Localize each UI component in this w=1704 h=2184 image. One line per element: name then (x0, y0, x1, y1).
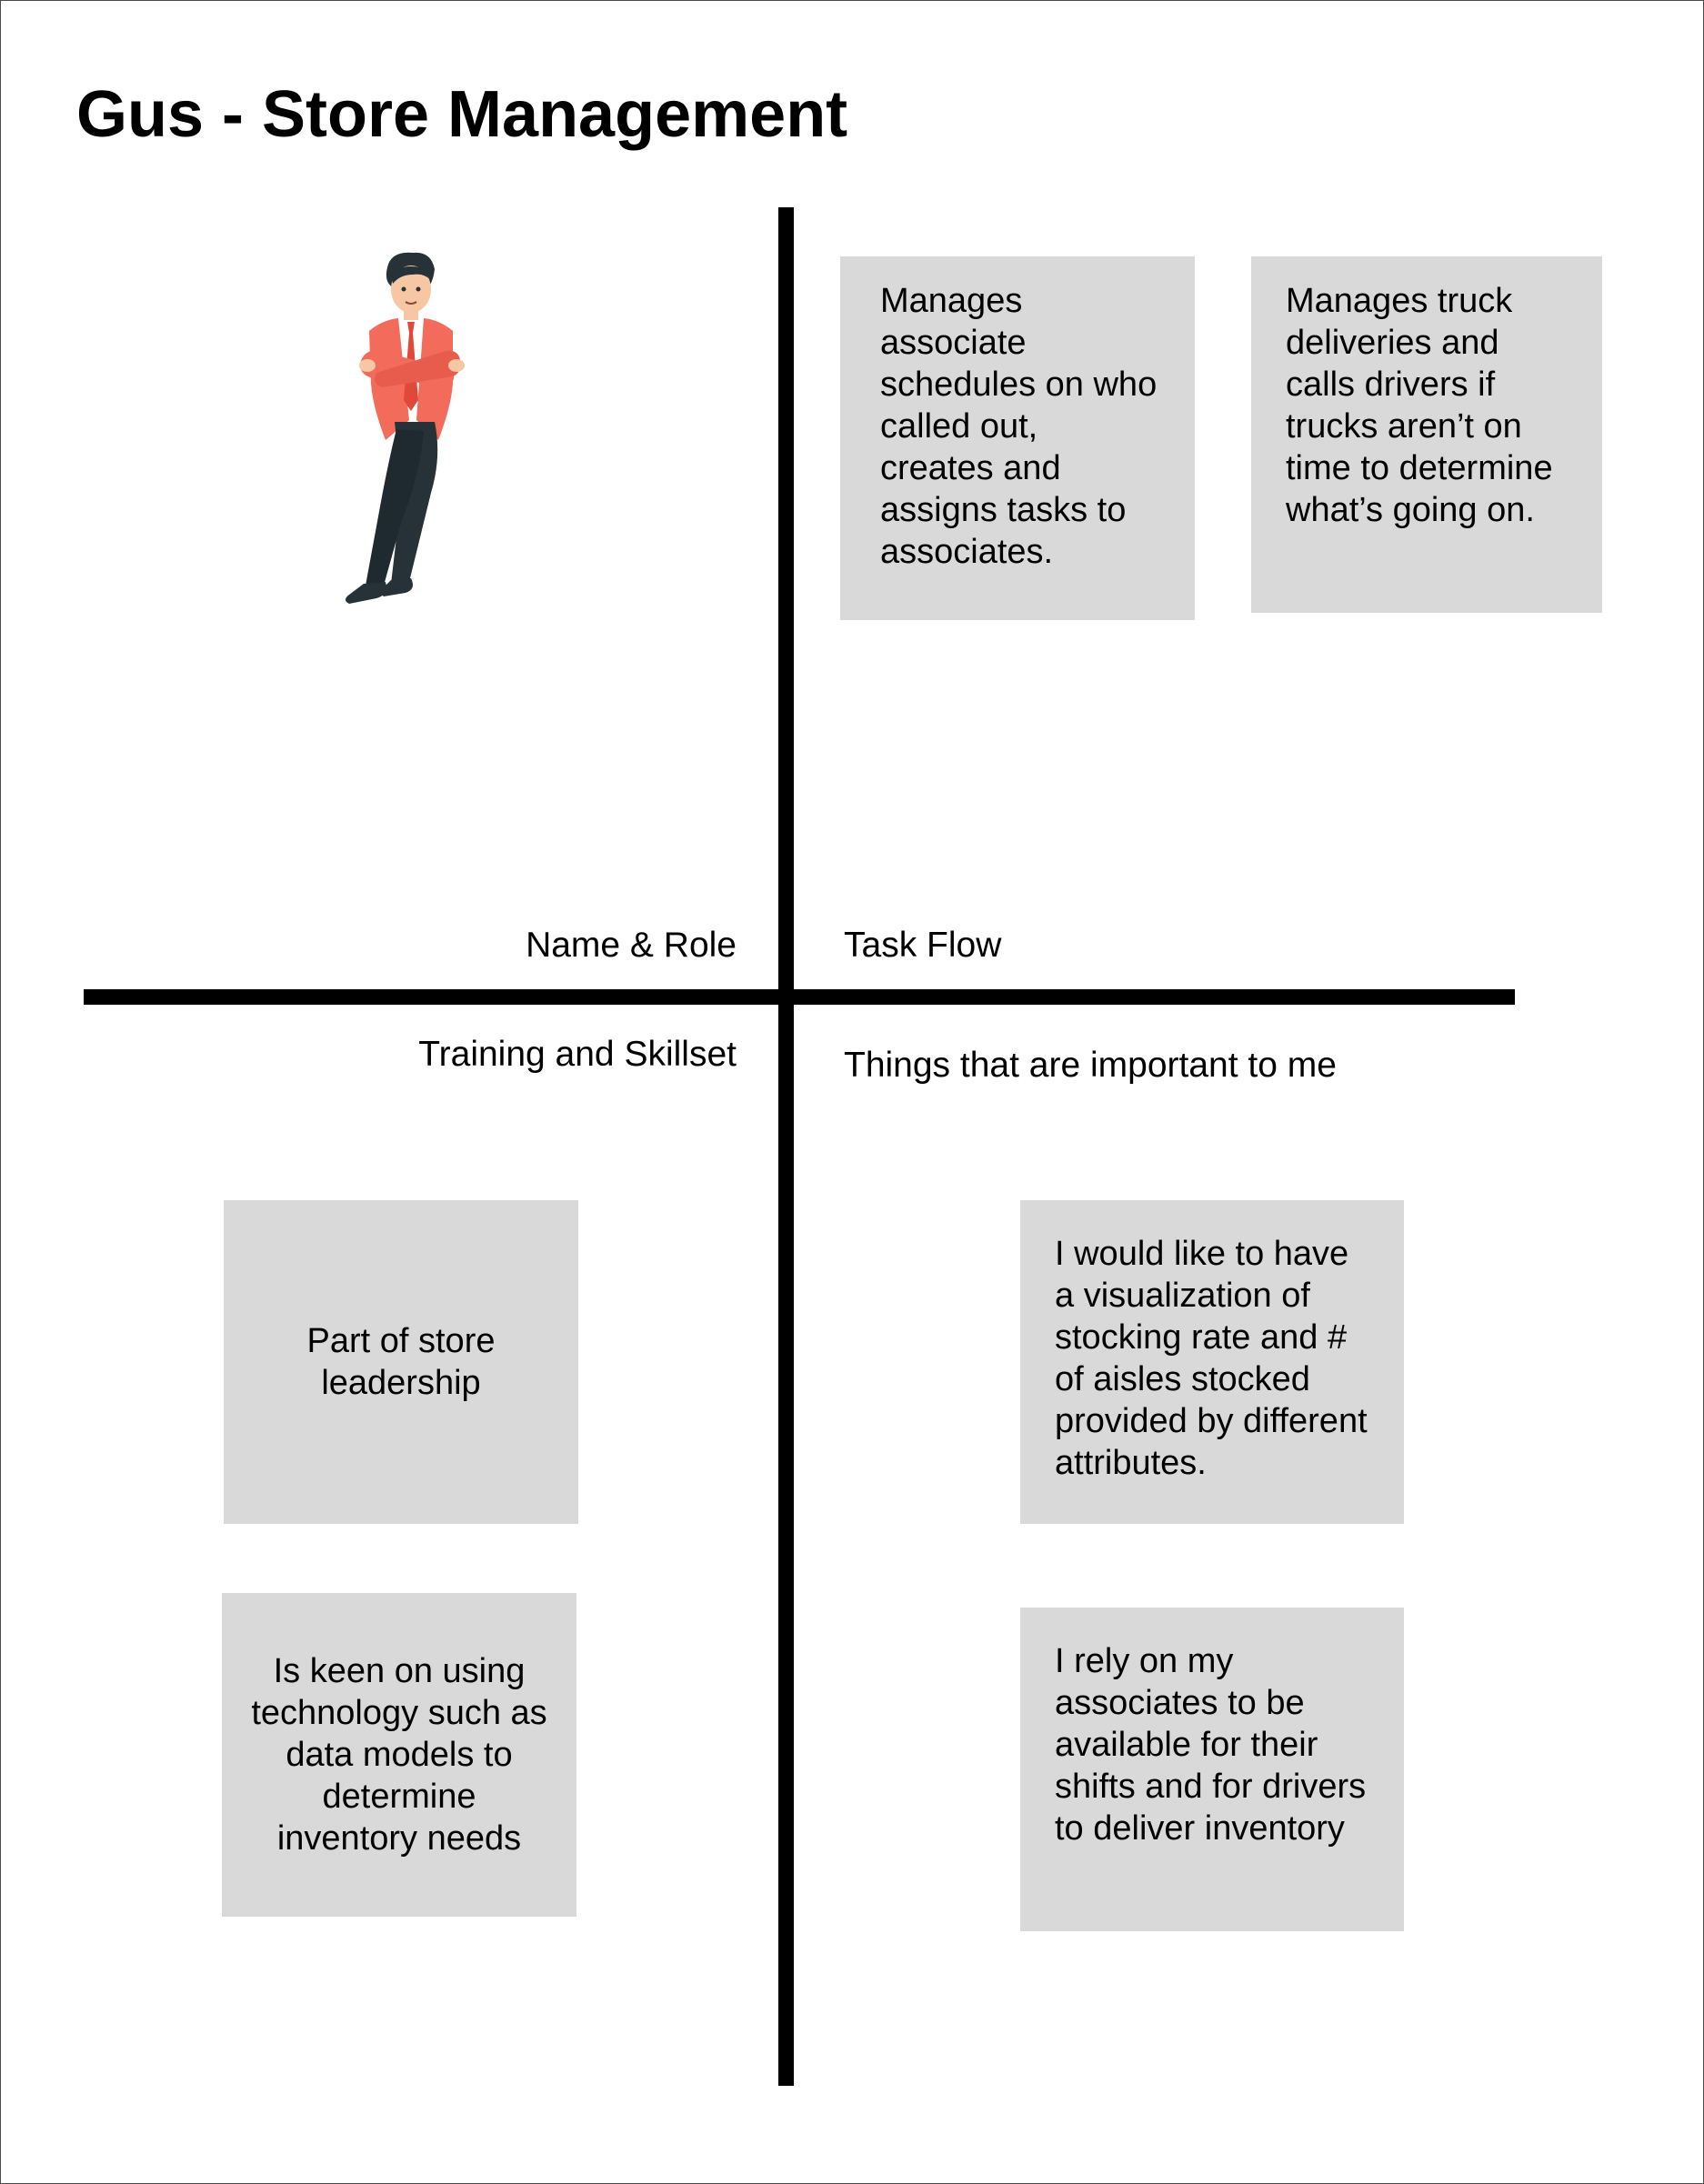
sticky-note-skill-leadership: Part of store leadership (224, 1200, 578, 1524)
label-task-flow: Task Flow (844, 926, 1002, 965)
sticky-note-task-schedules: Manages associate schedules on who calle… (840, 256, 1195, 620)
sticky-note-text: Manages truck deliveries and calls drive… (1286, 282, 1553, 529)
vertical-divider (778, 207, 794, 2086)
horizontal-divider (84, 989, 1515, 1005)
businessman-illustration-icon (336, 247, 500, 629)
sticky-note-important-associates: I rely on my associates to be available … (1020, 1608, 1404, 1931)
sticky-note-text: I rely on my associates to be available … (1055, 1642, 1367, 1848)
sticky-note-task-deliveries: Manages truck deliveries and calls drive… (1251, 256, 1602, 613)
sticky-note-important-visualization: I would like to have a visualization of … (1020, 1200, 1404, 1524)
label-name-role: Name & Role (526, 926, 737, 965)
sticky-note-skill-technology: Is keen on using technology such as data… (222, 1593, 576, 1917)
sticky-note-text: Is keen on using technology such as data… (251, 1652, 547, 1858)
sticky-note-text: I would like to have a visualization of … (1055, 1235, 1368, 1482)
page-title: Gus - Store Management (76, 78, 848, 151)
sticky-note-text: Part of store leadership (306, 1322, 496, 1402)
label-important: Things that are important to me (844, 1046, 1337, 1085)
sticky-note-text: Manages associate schedules on who calle… (880, 282, 1158, 571)
label-training-skillset: Training and Skillset (418, 1035, 737, 1074)
